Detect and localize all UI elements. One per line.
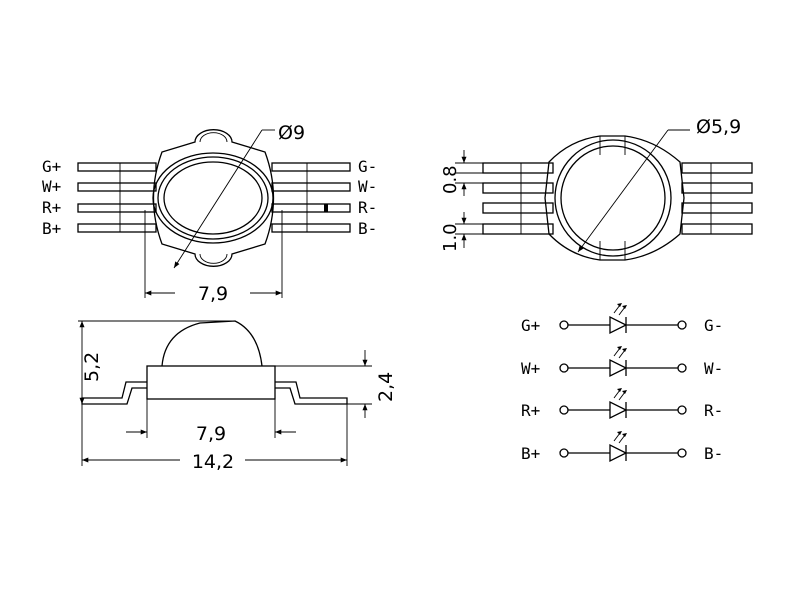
side-view-body [146,365,276,400]
side-view [78,320,372,466]
bottom-view-leads [482,162,753,235]
bottom-view-body [544,135,685,261]
schematic-anode-label: W+ [521,359,540,378]
schematic-anode-label: G+ [521,316,540,335]
led-diode-icon [609,388,628,420]
pin-label-r-plus: R+ [42,198,61,217]
pin-label-w-plus: W+ [42,177,61,196]
bottom-view-lead-width-label: 1.0 [440,223,461,252]
top-view [77,129,351,298]
top-view-leads [77,162,351,233]
bottom-view-thermal-pad [560,145,666,251]
terminal-icon [559,448,569,458]
terminal-icon [677,405,687,415]
pin-label-b-plus: B+ [42,219,61,238]
schematic-row: W+ W- [521,346,723,378]
top-view-body [152,129,275,267]
terminal-icon [677,363,687,373]
led-diode-icon [609,431,628,463]
terminal-icon [677,448,687,458]
pin-label-b-minus: B- [358,219,377,238]
schematic-cathode-label: B- [704,444,723,463]
terminal-icon [559,320,569,330]
side-view-body-height-label: 2,4 [375,372,397,402]
side-view-total-width-label: 14,2 [192,451,234,473]
schematic-row: G+ G- [521,303,723,335]
top-view-lens [163,161,263,235]
polarity-mark-icon [324,204,328,212]
schematic-anode-label: B+ [521,444,540,463]
led-diode-icon [609,303,628,335]
schematic-row: R+ R- [521,388,723,420]
terminal-icon [559,405,569,415]
schematic-cathode-label: W- [704,359,723,378]
schematic-cathode-label: G- [704,316,723,335]
side-view-lead-right [275,381,348,405]
schematic-anode-label: R+ [521,401,540,420]
bottom-view-diameter-label: Ø5,9 [696,116,741,138]
bottom-view [455,129,753,261]
led-schematic: G+ G- W+ W- R+ R- B+ B- [521,303,723,463]
top-view-pin-labels-left: G+ W+ R+ B+ [42,157,61,238]
side-view-lead-left [81,381,147,405]
pin-label-w-minus: W- [358,177,377,196]
pin-label-g-plus: G+ [42,157,61,176]
top-view-width-label: 7,9 [198,283,228,305]
schematic-row: B+ B- [521,431,723,463]
side-view-lens [161,320,263,367]
pin-label-g-minus: G- [358,157,377,176]
terminal-icon [559,363,569,373]
side-view-body-width-label: 7,9 [196,423,226,445]
side-view-height-label: 5,2 [81,352,103,382]
terminal-icon [677,320,687,330]
top-view-lens-rim [152,152,274,244]
pin-label-r-minus: R- [358,198,377,217]
schematic-cathode-label: R- [704,401,723,420]
top-view-pin-labels-right: G- W- R- B- [358,157,377,238]
led-diode-icon [609,346,628,378]
top-view-diameter-label: Ø9 [278,122,305,144]
bottom-view-pitch-label: 0.8 [440,165,461,194]
